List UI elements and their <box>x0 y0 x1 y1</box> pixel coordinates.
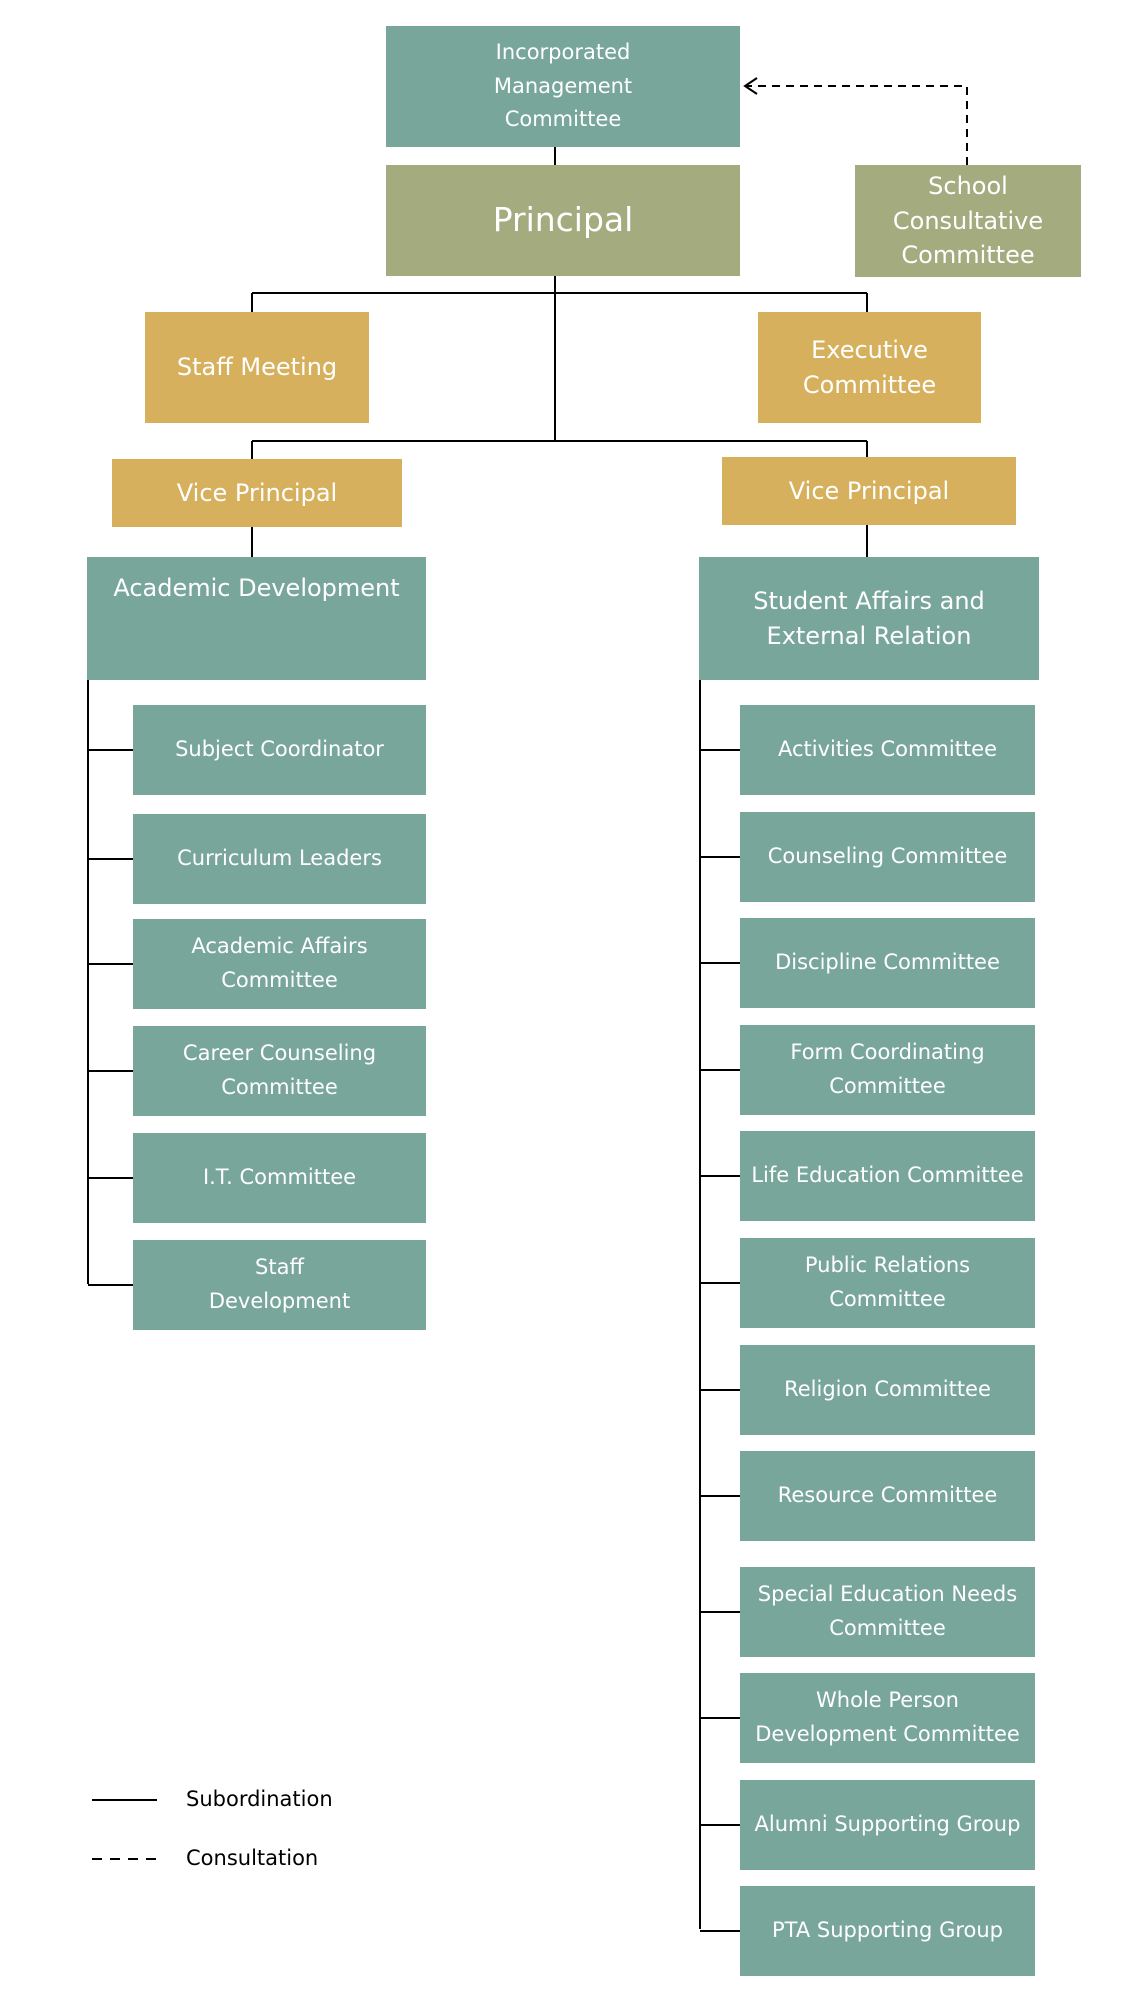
box-text-line: Subject Coordinator <box>175 737 384 762</box>
box-text-line: Special Education Needs <box>757 1582 1018 1607</box>
box-text-line: Committee <box>221 968 338 992</box>
box-text-line: Counseling Committee <box>767 844 1008 869</box>
box-text-line: Development Committee <box>755 1722 1020 1746</box>
student-committee-box: Resource Committee <box>740 1451 1035 1541</box>
student-committee-box: Life Education Committee <box>740 1131 1035 1221</box>
box-text-line: Staff Meeting <box>176 353 338 382</box>
box-text-line: Student Affairs and <box>753 586 985 615</box>
box-text-line: Activities Committee <box>777 737 998 762</box>
box-text-line: Whole Person <box>816 1688 959 1713</box>
student-committee-box: PTA Supporting Group <box>740 1886 1035 1976</box>
box-text-line: Religion Committee <box>784 1377 991 1402</box>
box-text-line: PTA Supporting Group <box>772 1918 1003 1943</box>
box-text-line: Academic Affairs <box>191 934 368 959</box>
academic-committee-box: Subject Coordinator <box>133 705 426 795</box>
box-text-line: Vice Principal <box>176 478 338 507</box>
academic-committee-box: I.T. Committee <box>133 1133 426 1223</box>
box-text-line: Alumni Supporting Group <box>754 1812 1021 1837</box>
box-text-line: Management <box>493 73 633 98</box>
box-text-line: Executive <box>811 335 928 364</box>
principal-box: Principal <box>386 165 740 276</box>
box-text-line: Curriculum Leaders <box>177 846 382 871</box>
box-text-line: External Relation <box>766 621 972 650</box>
box-text-line: Resource Committee <box>777 1483 998 1508</box>
box-text-line: Career Counseling <box>182 1041 377 1066</box>
box-text-line: Public Relations Committee <box>804 1253 971 1311</box>
academic-committee-box: Curriculum Leaders <box>133 814 426 904</box>
box-text-line: Committee <box>829 1616 946 1640</box>
student-committee-box: Religion Committee <box>740 1345 1035 1435</box>
student-committee-box: Public Relations Committee <box>740 1238 1035 1328</box>
box-text-line: Committee <box>901 241 1035 270</box>
box-text-line: Discipline Committee <box>775 950 1000 975</box>
student-committee-box: Discipline Committee <box>740 918 1035 1008</box>
consultation-arrowhead <box>743 77 758 95</box>
student-committee-box: Activities Committee <box>740 705 1035 795</box>
vice-principal-left-box: Vice Principal <box>112 459 402 527</box>
box-text-line: Consultative <box>892 206 1044 235</box>
box-text-line: Life Education Committee <box>751 1163 1024 1188</box>
box-text-line: Academic Development <box>113 574 400 602</box>
box-text-line: I.T. Committee <box>202 1165 357 1190</box>
box-text-line: Vice Principal <box>788 476 950 505</box>
box-text-line: Development <box>208 1289 351 1313</box>
legend-consultation-label: Consultation <box>186 1846 319 1870</box>
box-text-line: Committee <box>802 370 937 399</box>
box-text-line: Committee <box>504 107 622 132</box>
student-committee-box: Alumni Supporting Group <box>740 1780 1035 1870</box>
academic-development-box: Academic Development <box>87 557 426 680</box>
staff-meeting-box: Staff Meeting <box>145 312 369 423</box>
box-text-line: Staff <box>255 1255 304 1280</box>
box-text-line: Committee <box>829 1074 946 1098</box>
box-text-line: School <box>928 171 1008 200</box>
vice-principal-right-box: Vice Principal <box>722 457 1016 525</box>
box-text-line: Committee <box>221 1075 338 1099</box>
student-committee-box: Counseling Committee <box>740 812 1035 902</box>
box-text-line: Form Coordinating <box>790 1040 985 1065</box>
box-text-line: Incorporated <box>495 40 631 65</box>
box-text-line: Principal <box>492 200 634 240</box>
consultation-arrow <box>745 85 968 165</box>
legend-subordination-label: Subordination <box>186 1787 333 1811</box>
